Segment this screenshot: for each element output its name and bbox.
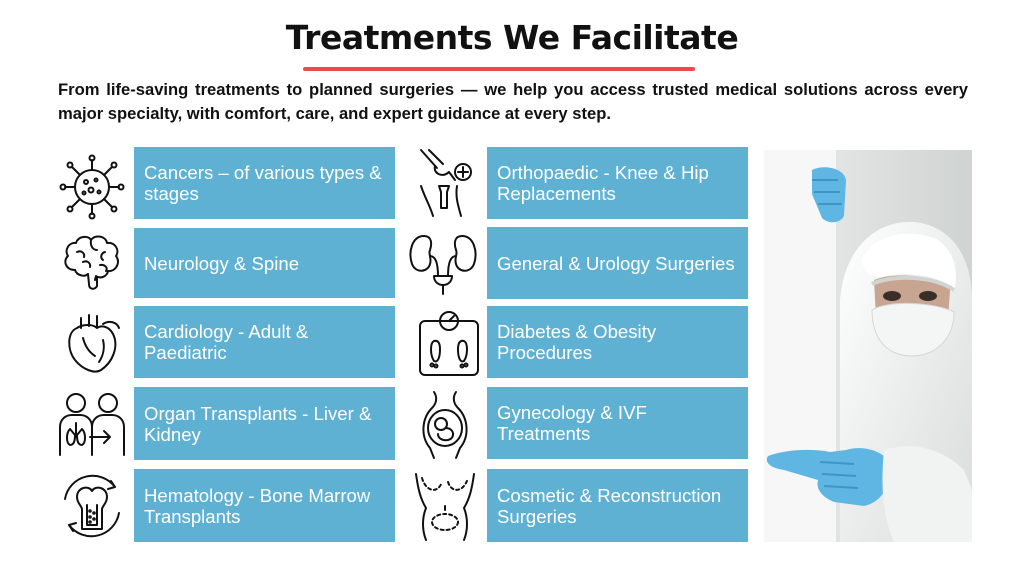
brain-icon bbox=[55, 226, 129, 300]
treatment-label: Gynecology & IVF Treatments bbox=[497, 402, 647, 444]
treatment-card-cosmetic[interactable]: Cosmetic & Reconstruction Surgeries bbox=[487, 469, 748, 542]
organ-donation-icon bbox=[56, 389, 130, 463]
knee-joint-icon bbox=[407, 146, 481, 220]
treatment-label: Cancers – of various types & stages bbox=[144, 162, 382, 204]
kidneys-icon bbox=[406, 226, 480, 300]
treatment-label: Organ Transplants - Liver & Kidney bbox=[144, 402, 372, 445]
weighing-scale-icon bbox=[412, 305, 486, 379]
body-contour-icon bbox=[408, 468, 482, 542]
heart-icon bbox=[57, 306, 131, 380]
doctor-photo bbox=[764, 150, 972, 542]
page-title: Treatments We Facilitate bbox=[285, 18, 739, 57]
treatment-label: Cosmetic & Reconstruction Surgeries bbox=[497, 484, 722, 527]
treatment-label: General & Urology Surgeries bbox=[497, 252, 735, 274]
treatment-card-organ-transplants[interactable]: Organ Transplants - Liver & Kidney bbox=[134, 387, 395, 460]
treatment-card-diabetes[interactable]: Diabetes & Obesity Procedures bbox=[487, 306, 748, 378]
bone-marrow-icon bbox=[55, 469, 129, 543]
treatment-card-cancers[interactable]: Cancers – of various types & stages bbox=[134, 147, 395, 219]
treatment-card-gynecology[interactable]: Gynecology & IVF Treatments bbox=[487, 387, 748, 459]
treatment-card-hematology[interactable]: Hematology - Bone Marrow Transplants bbox=[134, 469, 395, 542]
pregnancy-icon bbox=[408, 388, 482, 462]
treatment-label: Diabetes & Obesity Procedures bbox=[497, 321, 657, 363]
treatment-card-orthopaedic[interactable]: Orthopaedic - Knee & Hip Replacements bbox=[487, 147, 748, 219]
treatment-card-cardiology[interactable]: Cardiology - Adult & Paediatric bbox=[134, 306, 395, 378]
treatment-label: Cardiology - Adult & Paediatric bbox=[144, 321, 309, 363]
virus-cell-icon bbox=[55, 150, 129, 224]
treatment-card-neurology[interactable]: Neurology & Spine bbox=[134, 228, 395, 298]
treatment-label: Orthopaedic - Knee & Hip Replacements bbox=[497, 162, 709, 204]
page-subtitle: From life-saving treatments to planned s… bbox=[58, 80, 968, 123]
treatment-label: Hematology - Bone Marrow Transplants bbox=[144, 484, 371, 527]
treatment-card-urology[interactable]: General & Urology Surgeries bbox=[487, 227, 748, 299]
treatment-label: Neurology & Spine bbox=[144, 252, 300, 274]
title-underline bbox=[303, 67, 695, 71]
